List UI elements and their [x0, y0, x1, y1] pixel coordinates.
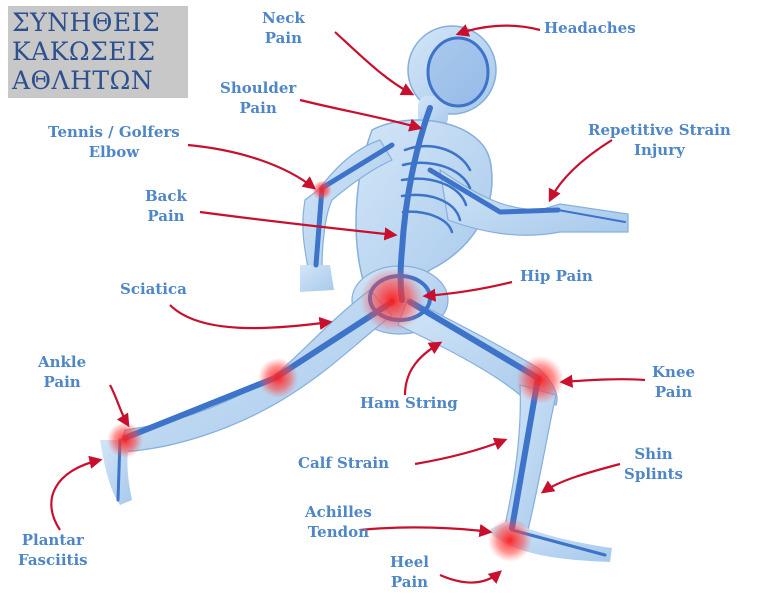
arrow-ankle-pain [110, 385, 128, 425]
leader-arrows [51, 26, 645, 583]
title-line-3: ΑΘΛΗΤΩΝ [12, 66, 153, 95]
label-hip-pain: Hip Pain [520, 266, 593, 286]
label-headaches: Headaches [544, 18, 636, 38]
label-neck-pain: Neck Pain [262, 8, 305, 48]
arrow-sciatica [170, 305, 330, 328]
label-ankle-pain: Ankle Pain [38, 352, 86, 392]
arrow-heel-pain [440, 572, 500, 583]
arrow-ham-string [405, 343, 440, 395]
label-shin-splints: Shin Splints [624, 444, 683, 484]
arrow-shoulder-pain [300, 100, 420, 128]
label-knee-pain: Knee Pain [652, 362, 695, 402]
title-box: ΣΥΝΗΘΕΙΣ ΚΑΚΩΣΕΙΣ ΑΘΛΗΤΩΝ [8, 6, 188, 98]
label-ham-string: Ham String [360, 393, 458, 413]
arrow-tennis-elbow [188, 145, 314, 188]
label-shoulder-pain: Shoulder Pain [220, 78, 296, 118]
label-heel-pain: Heel Pain [390, 552, 429, 592]
arrow-shin-splints [543, 464, 620, 492]
label-calf-strain: Calf Strain [298, 453, 389, 473]
arrow-achilles-tendon [360, 527, 490, 532]
arrow-neck-pain [335, 32, 412, 94]
label-repetitive-strain-injury: Repetitive Strain Injury [588, 120, 731, 160]
label-achilles-tendon: Achilles Tendon [305, 502, 372, 542]
arrow-plantar-fasciitis [51, 460, 100, 530]
title-line-2: ΚΑΚΩΣΕΙΣ [12, 37, 156, 66]
title-line-1: ΣΥΝΗΘΕΙΣ [12, 8, 160, 37]
label-sciatica: Sciatica [120, 279, 187, 299]
label-plantar-fasciitis: Plantar Fasciitis [18, 530, 88, 570]
label-tennis-golfers-elbow: Tennis / Golfers Elbow [48, 122, 180, 162]
label-back-pain: Back Pain [145, 186, 187, 226]
arrow-knee-pain [562, 379, 645, 382]
arrow-calf-strain [415, 440, 505, 464]
